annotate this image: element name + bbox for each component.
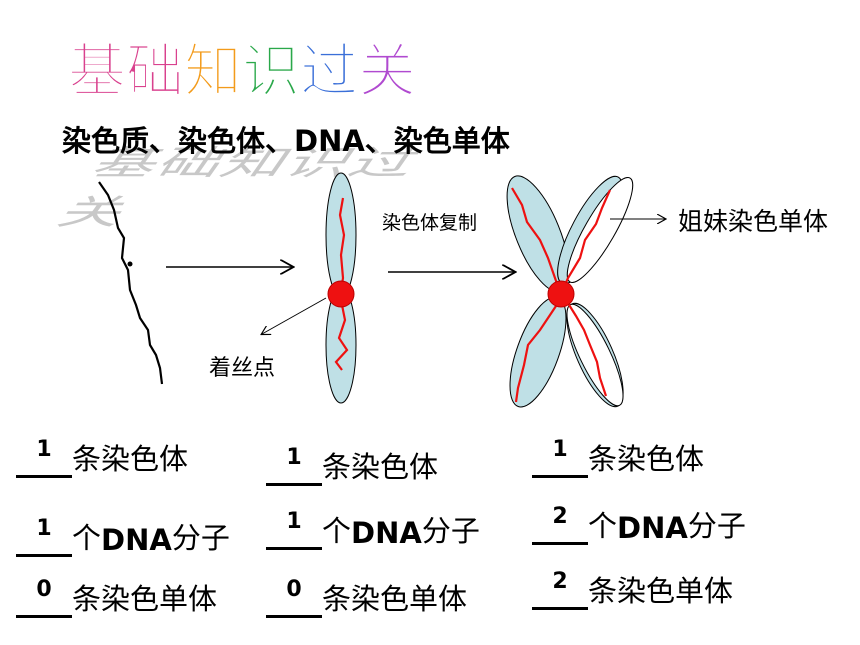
col1-row1-number: 1 — [16, 437, 72, 478]
chromatid-upper-right-outline — [566, 177, 634, 283]
sister-chromatid-label: 姐妹染色单体 — [678, 207, 829, 236]
replicated-chromosome — [506, 175, 634, 408]
col2-row2-suffix: 分子 — [421, 514, 480, 548]
chromatin-dot — [127, 261, 133, 267]
col3-row1-number: 1 — [532, 437, 588, 478]
col2-row3-text: 条染色单体 — [322, 582, 468, 616]
page-title-banner: 基础知识过关 基础知识过关 — [40, 18, 432, 233]
chromosome-upper-arm — [325, 172, 357, 298]
col2-row2-prefix: 个 — [322, 514, 352, 548]
centromere-label: 着丝点 — [209, 356, 276, 381]
col2-row2-number: 1 — [266, 509, 322, 550]
col2-row1-number: 1 — [266, 445, 322, 486]
col1-row2-dna: DNA — [101, 523, 172, 557]
dna-line-ll — [514, 299, 561, 403]
col3-row2-number: 2 — [532, 504, 588, 545]
col1-row3-text: 条染色单体 — [72, 582, 218, 616]
col1-row2-number: 1 — [16, 516, 72, 557]
col3-row3-text: 条染色单体 — [588, 574, 734, 608]
title-char-4: 识 — [242, 37, 301, 106]
centromere-replicated — [547, 280, 575, 308]
col2-row1-text: 条染色体 — [322, 450, 439, 484]
subtitle: 染色质、染色体、DNA、染色单体 — [62, 124, 510, 158]
title-char-6: 关 — [358, 37, 417, 106]
centromere-pointer — [262, 297, 327, 334]
title-char-1: 基 — [67, 37, 127, 106]
title-char-3: 知 — [184, 37, 243, 106]
page-title: 基础知识过关 — [67, 24, 417, 108]
col1-row3-number: 0 — [16, 577, 72, 618]
col1-row2-prefix: 个 — [72, 521, 102, 555]
col3-row2-suffix: 分子 — [687, 509, 746, 543]
dna-line-lr — [565, 299, 608, 397]
col2-row3-number: 0 — [266, 577, 322, 618]
col3-row1-text: 条染色体 — [588, 442, 705, 476]
col1-row1-text: 条染色体 — [72, 442, 189, 476]
dna-line-ur — [560, 189, 612, 293]
title-char-5: 过 — [300, 37, 359, 106]
col3-row2-prefix: 个 — [588, 509, 618, 543]
col1-row2-suffix: 分子 — [171, 521, 230, 555]
title-char-2: 础 — [126, 37, 185, 106]
col3-row2-dna: DNA — [617, 511, 688, 545]
col3-row3-number: 2 — [532, 569, 588, 610]
chromatin-strand — [98, 181, 164, 385]
dna-line-upper — [338, 197, 346, 291]
dna-line-ul — [511, 187, 562, 293]
centromere — [327, 280, 355, 308]
col2-row2-dna: DNA — [351, 516, 422, 550]
replication-label: 染色体复制 — [382, 212, 478, 234]
chromatid-lower-left — [509, 296, 567, 408]
dna-line-lower — [334, 299, 349, 371]
